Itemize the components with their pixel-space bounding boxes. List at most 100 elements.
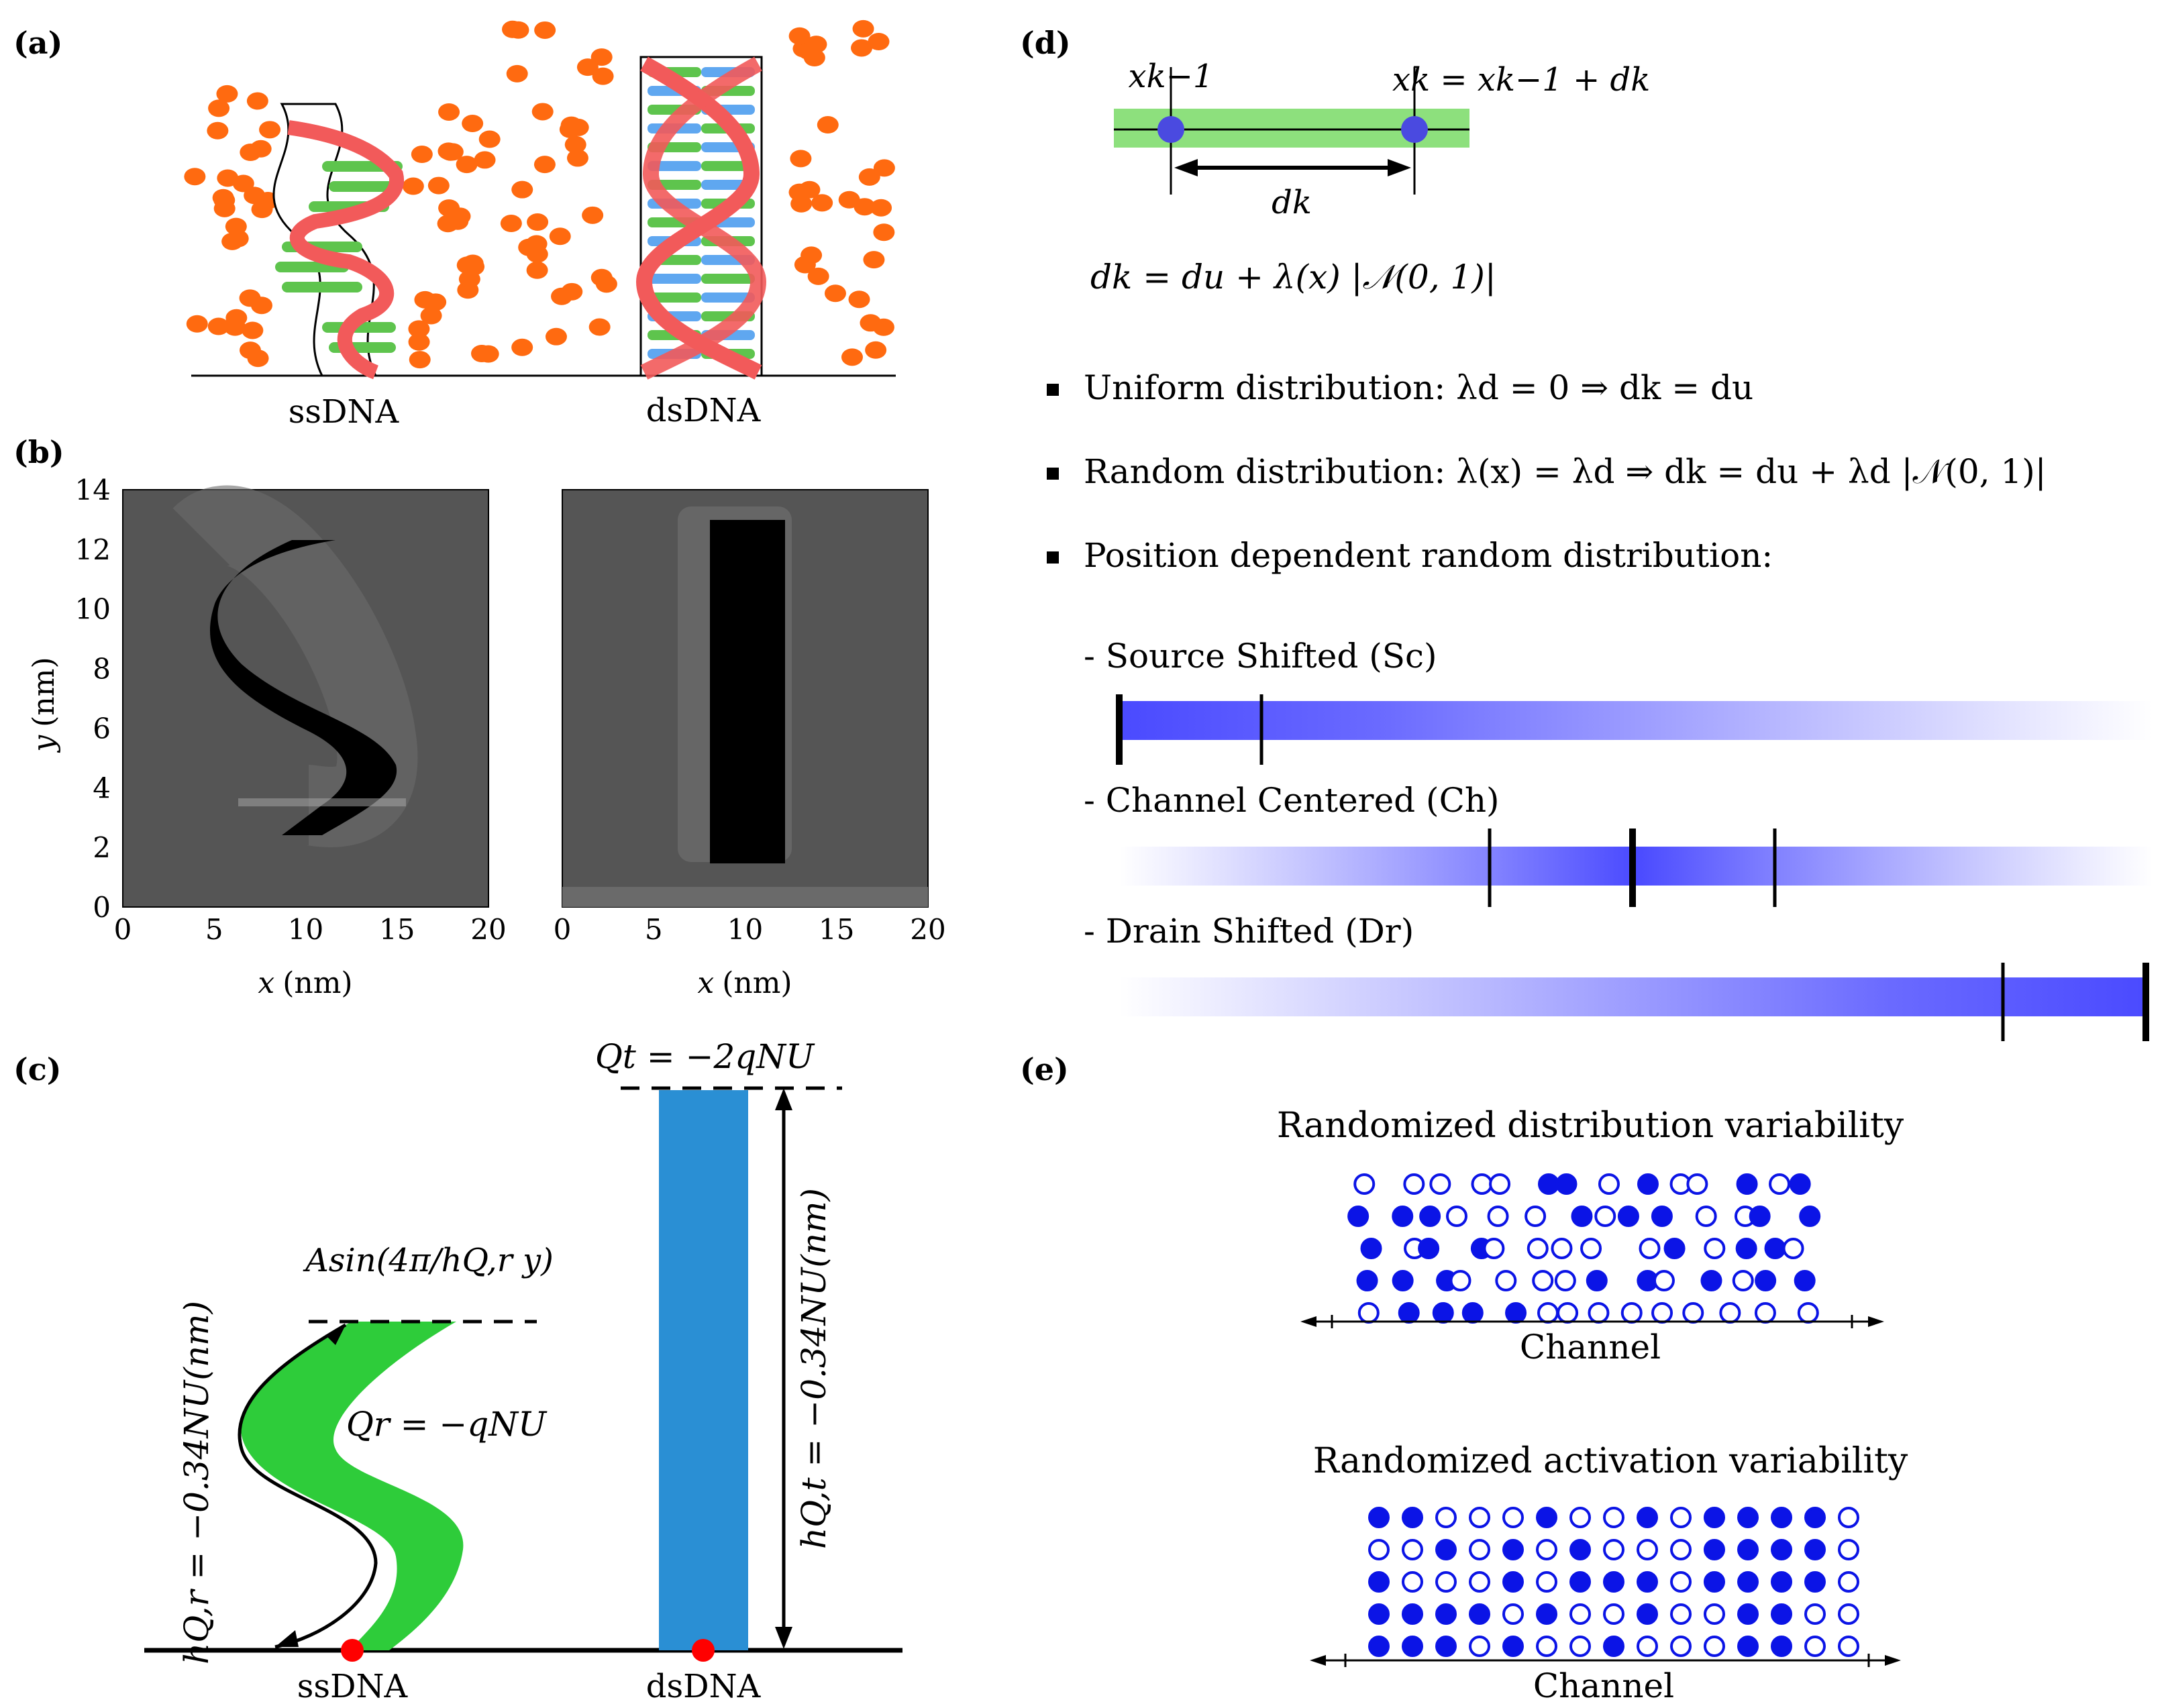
active-dot (1356, 1270, 1378, 1291)
active-dot (1368, 1636, 1390, 1657)
counterion (545, 327, 567, 345)
inactive-dot (1502, 1507, 1524, 1528)
active-dot (1432, 1302, 1454, 1324)
active-dot (1603, 1571, 1624, 1593)
counterion (438, 103, 460, 121)
inactive-dot (1402, 1539, 1423, 1560)
active-dot (1368, 1507, 1390, 1528)
active-dot (1789, 1173, 1811, 1195)
active-dot (1737, 1603, 1759, 1625)
y-tick-label: 4 (93, 771, 111, 804)
inactive-dot (1838, 1571, 1859, 1593)
panel-c-label: (c) (13, 1051, 62, 1087)
bullet-marker (1047, 551, 1059, 564)
active-dot (1735, 1238, 1757, 1259)
counterion (873, 223, 895, 242)
inactive-dot (1537, 1302, 1559, 1324)
active-dot (1435, 1539, 1457, 1560)
distribution-variability-title: Randomized distribution variability (1277, 1106, 1904, 1146)
active-dot (1804, 1571, 1826, 1593)
counterion (232, 174, 254, 193)
inactive-dot (1402, 1571, 1423, 1593)
inactive-dot (1686, 1173, 1708, 1195)
counterion (207, 121, 229, 140)
xk-equation: xk = xk−1 + dk (1392, 61, 1650, 99)
active-dot (1360, 1238, 1382, 1259)
active-dot (1536, 1603, 1557, 1625)
active-dot (1704, 1571, 1725, 1593)
arrow-head (1885, 1655, 1901, 1666)
inactive-dot (1838, 1636, 1859, 1657)
inactive-dot (1838, 1507, 1859, 1528)
hqr-curved-arrow (238, 1323, 378, 1649)
active-dot (1603, 1636, 1624, 1657)
counterion (798, 180, 821, 199)
counterion (590, 48, 613, 66)
active-dot (1392, 1270, 1414, 1291)
dsdna-shape (710, 520, 785, 863)
counterion (560, 116, 582, 134)
inactive-dot (1536, 1636, 1557, 1657)
activation-dot-grid (1368, 1507, 1859, 1657)
counterion (873, 159, 895, 177)
inactive-dot (1719, 1302, 1741, 1324)
inactive-dot (1569, 1603, 1591, 1625)
hqr-label: hQ,r = −0.34NU(nm) (177, 1301, 216, 1664)
inactive-dot (1639, 1238, 1661, 1259)
counterion (250, 297, 272, 315)
counterion (549, 227, 571, 246)
active-dot (1419, 1206, 1441, 1227)
active-dot (1637, 1603, 1658, 1625)
bullet-random: Random distribution: λ(x) = λd ⇒ dk = du… (1084, 452, 2047, 491)
active-dot (1771, 1571, 1792, 1593)
inactive-dot (1670, 1571, 1692, 1593)
ssdna-charge-region (241, 1322, 464, 1650)
inactive-dot (1357, 1302, 1380, 1324)
bullet-uniform: Uniform distribution: λd = 0 ⇒ dk = du (1084, 368, 1753, 407)
y-tick-label: 10 (75, 593, 111, 626)
counterion (534, 21, 556, 39)
counterion (259, 121, 281, 139)
inactive-dot (1435, 1571, 1457, 1593)
counterion (841, 348, 863, 366)
counterion (526, 261, 548, 279)
active-dot (1368, 1571, 1390, 1593)
ssdna-surface-glint (238, 798, 406, 806)
inactive-dot (1603, 1507, 1624, 1528)
x-tick-label: 20 (470, 913, 506, 946)
arrow-head (1868, 1316, 1884, 1327)
active-dot (1749, 1206, 1771, 1227)
channel-label-2: Channel (1533, 1666, 1674, 1705)
inactive-dot (1489, 1173, 1511, 1195)
inactive-dot (1588, 1302, 1610, 1324)
panel-c: (c) Qt = −2qNU Qr = −qNU Asin(4π/hQ,r y)… (13, 1037, 902, 1705)
inactive-dot (1682, 1302, 1704, 1324)
counterion (478, 130, 501, 148)
inactive-dot (1580, 1238, 1602, 1259)
arrow-head (325, 1325, 346, 1345)
inactive-dot (1554, 1270, 1576, 1291)
xkm1-label: xk−1 (1129, 58, 1214, 95)
inactive-dot (1495, 1270, 1517, 1291)
x-tick-label: 5 (645, 913, 663, 946)
active-dot (1536, 1507, 1557, 1528)
ssdna-illustration (184, 85, 501, 380)
distribution-dot-grid (1347, 1173, 1821, 1324)
counterion (551, 287, 573, 305)
counterion (870, 199, 892, 217)
ssdna-shape (209, 540, 397, 835)
counterion (239, 341, 261, 360)
point-xkm1 (1157, 116, 1184, 143)
inactive-dot (1637, 1539, 1658, 1560)
x-axis-label-right: x(nm) (697, 966, 792, 1000)
inactive-dot (1469, 1507, 1490, 1528)
counterion (807, 267, 829, 285)
inactive-dot (1483, 1238, 1505, 1259)
counterion (863, 251, 885, 269)
inactive-dot (1603, 1603, 1624, 1625)
y-tick-label: 12 (75, 533, 111, 566)
inactive-dot (1838, 1539, 1859, 1560)
panel-d-label: (d) (1020, 25, 1071, 61)
x-tick-label: 15 (379, 913, 415, 946)
dr-label: - Drain Shifted (Dr) (1084, 912, 1414, 951)
